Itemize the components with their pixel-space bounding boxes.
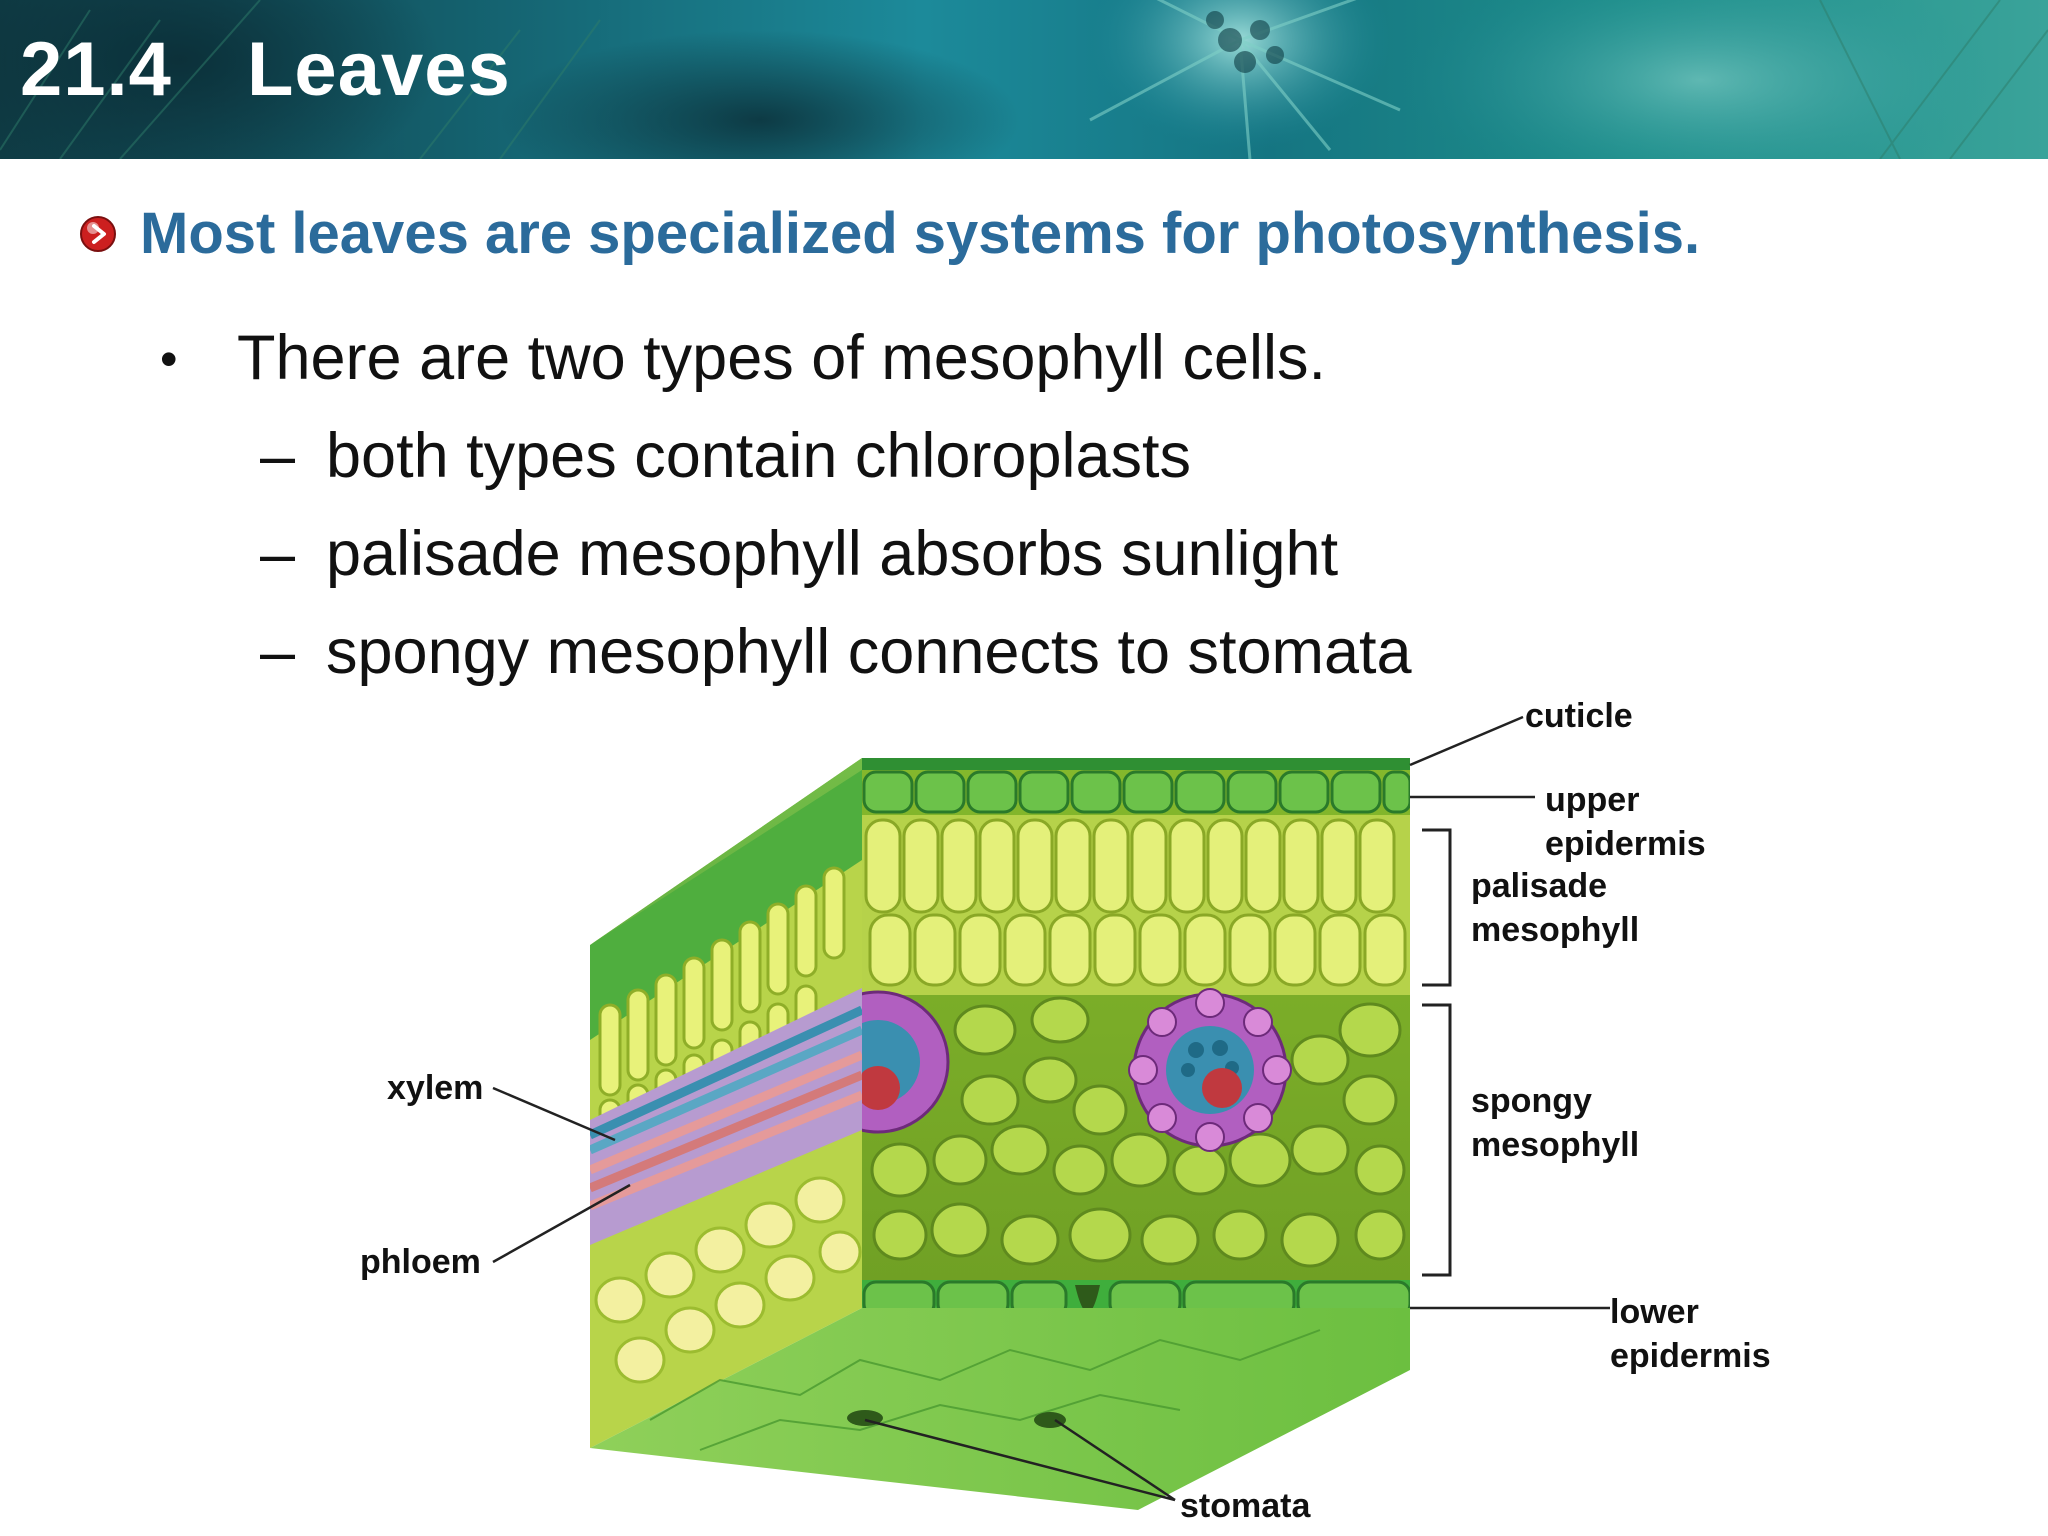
main-bullet-text: There are two types of mesophyll cells. bbox=[237, 323, 1326, 393]
label-lower-epidermis: epidermis bbox=[1610, 1337, 1771, 1375]
section-number: 21.4 bbox=[20, 27, 172, 112]
label-palisade-mesophyll: palisade bbox=[1471, 867, 1608, 905]
dash-marker: – bbox=[260, 421, 296, 491]
leaf-front-face bbox=[862, 758, 1410, 1308]
vein-bundle bbox=[1128, 988, 1292, 1152]
vein-bundle bbox=[862, 990, 950, 1134]
label-phloem: phloem bbox=[360, 1243, 481, 1281]
slide-title: Leaves bbox=[247, 27, 511, 112]
sub-bullet-text: both types contain chloroplasts bbox=[326, 421, 1192, 491]
label-spongy-mesophyll: mesophyll bbox=[1471, 1126, 1640, 1164]
leaf-bottom-face bbox=[590, 1308, 1410, 1510]
palisade-cells bbox=[864, 818, 1407, 987]
sub-bullet-text: palisade mesophyll absorbs sunlight bbox=[326, 519, 1339, 589]
label-spongy-mesophyll: spongy bbox=[1471, 1082, 1592, 1120]
dash-marker: – bbox=[260, 617, 296, 687]
spongy-cells bbox=[870, 996, 1406, 1268]
stoma-pore bbox=[1034, 1412, 1066, 1428]
label-lower-epidermis: lower bbox=[1610, 1293, 1699, 1331]
label-upper-epidermis: epidermis bbox=[1545, 825, 1706, 863]
sub-bullet-text: spongy mesophyll connects to stomata bbox=[326, 617, 1412, 687]
banner-background-image bbox=[0, 0, 2048, 159]
lower-epidermis-cells bbox=[862, 1280, 1410, 1308]
dash-marker: – bbox=[260, 519, 296, 589]
bullet-marker: • bbox=[160, 331, 178, 387]
label-palisade-mesophyll: mesophyll bbox=[1471, 911, 1640, 949]
headline: Most leaves are specialized systems for … bbox=[140, 201, 1701, 266]
layer-bracket bbox=[1422, 828, 1452, 1277]
upper-epidermis-cells bbox=[862, 770, 1410, 814]
header-banner: 21.4 Leaves bbox=[0, 0, 2048, 159]
label-xylem: xylem bbox=[387, 1069, 484, 1107]
label-upper-epidermis: upper bbox=[1545, 781, 1640, 819]
headline-bullet-icon bbox=[80, 216, 116, 252]
label-cuticle: cuticle bbox=[1525, 697, 1633, 735]
leader-lines bbox=[492, 715, 1610, 1502]
leaf-side-face bbox=[590, 758, 862, 1448]
leaf-top-face bbox=[590, 758, 1410, 945]
label-stomata: stomata bbox=[1180, 1487, 1311, 1525]
